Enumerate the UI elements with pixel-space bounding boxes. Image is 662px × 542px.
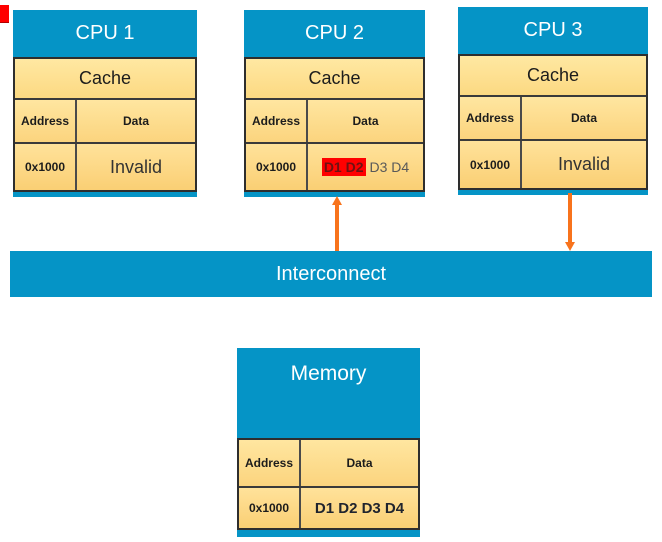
memory-entry-address: 0x1000: [239, 488, 301, 528]
cpu1-entry-data: Invalid: [109, 156, 163, 177]
cpu1-data-header: Data: [122, 114, 149, 128]
cpu1-address-header: Address: [15, 100, 77, 142]
cpu2-address-header: Address: [246, 100, 308, 142]
cpu3-title: CPU 3: [523, 19, 583, 41]
cpu2-title: CPU 2: [305, 22, 364, 44]
cpu2-entry-address: 0x1000: [246, 144, 308, 190]
interconnect-label: Interconnect: [275, 262, 387, 285]
red-corner-marker: [0, 5, 9, 23]
memory-module: Memory Address Data 0x1000 D1 D2 D3 D4: [237, 348, 420, 537]
cpu2-cache-entry-row: 0x1000 D1 D2 D3 D4: [246, 144, 423, 190]
cpu2-interconnect-arrow-up: [332, 196, 342, 251]
cpu2-cache-table: Cache Address Data 0x1000 D1 D2 D3 D4: [244, 57, 425, 192]
cpu3-interconnect-arrow-down: [565, 193, 575, 251]
connector-line: [335, 204, 339, 251]
cpu1-module: CPU 1 Cache Address Data 0x1000 Invalid: [13, 10, 197, 197]
cpu2-dirty-data-highlight: D1 D2: [321, 158, 366, 176]
cpu1-cache-label: Cache: [15, 59, 195, 100]
arrow-up-head-icon: [332, 196, 342, 205]
cpu3-cache-entry-row: 0x1000 Invalid: [460, 141, 646, 188]
cpu3-cache-label: Cache: [460, 56, 646, 97]
cpu1-cache-table: Cache Address Data 0x1000 Invalid: [13, 57, 197, 192]
cpu3-cache-table: Cache Address Data 0x1000 Invalid: [458, 54, 648, 190]
memory-title: Memory: [290, 362, 367, 385]
interconnect-bar: Interconnect: [10, 251, 652, 297]
memory-entry-row: 0x1000 D1 D2 D3 D4: [239, 488, 418, 528]
memory-entry-data: D1 D2 D3 D4: [314, 499, 405, 517]
cpu3-entry-data: Invalid: [557, 154, 611, 174]
cpu2-module: CPU 2 Cache Address Data 0x1000 D1 D2 D3…: [244, 10, 425, 197]
memory-address-header: Address: [239, 440, 301, 486]
cpu3-module: CPU 3 Cache Address Data 0x1000 Invalid: [458, 7, 648, 195]
cpu2-data-header: Data: [352, 114, 379, 128]
cpu3-cache-header-row: Address Data: [460, 97, 646, 141]
cpu2-cache-label: Cache: [246, 59, 423, 100]
cpu3-entry-address: 0x1000: [460, 141, 522, 188]
memory-table: Address Data 0x1000 D1 D2 D3 D4: [237, 438, 420, 530]
cpu3-address-header: Address: [460, 97, 522, 139]
cpu2-stale-data: D3 D4: [369, 159, 410, 175]
connector-line: [568, 193, 572, 243]
cpu1-cache-entry-row: 0x1000 Invalid: [15, 144, 195, 190]
memory-data-header: Data: [346, 456, 373, 470]
cpu1-title: CPU 1: [75, 22, 135, 44]
cpu2-cache-header-row: Address Data: [246, 100, 423, 144]
cpu1-cache-header-row: Address Data: [15, 100, 195, 144]
memory-header-row: Address Data: [239, 440, 418, 488]
cpu3-data-header: Data: [570, 111, 597, 125]
arrow-down-head-icon: [565, 242, 575, 251]
cpu1-entry-address: 0x1000: [15, 144, 77, 190]
